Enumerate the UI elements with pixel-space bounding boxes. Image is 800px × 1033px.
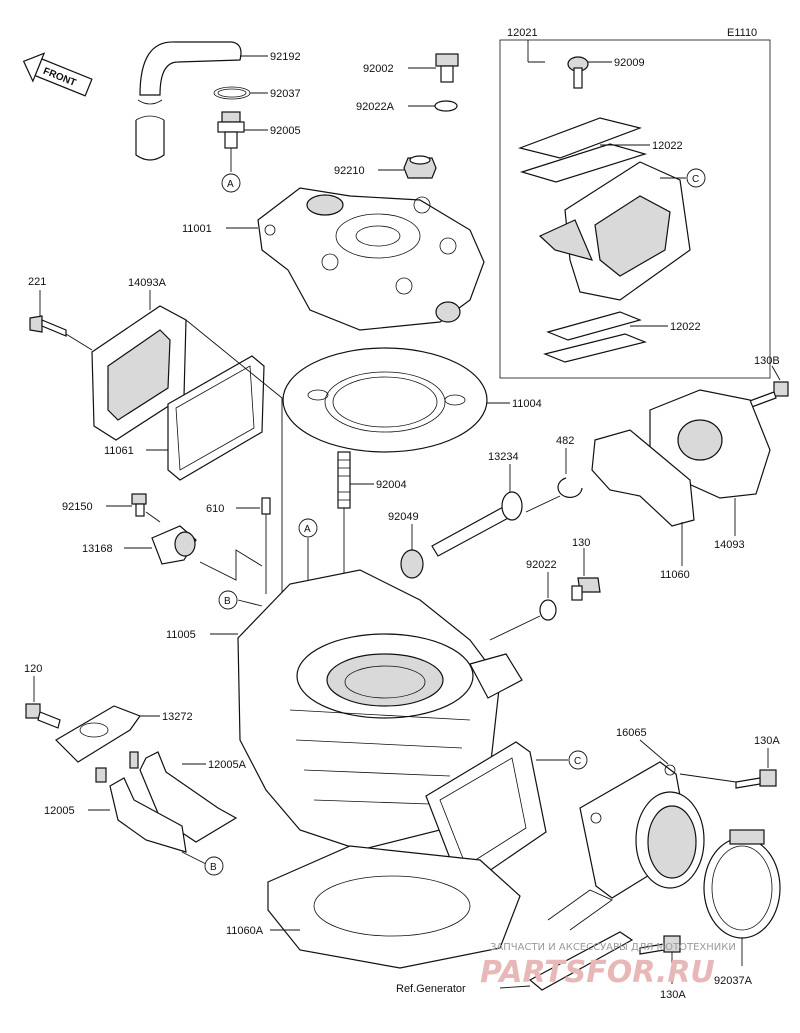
part-label-92005: 92005: [270, 125, 301, 137]
part-label-11004: 11004: [512, 398, 542, 410]
part-label-610: 610: [206, 503, 224, 515]
part-label-130A-bottom: 130A: [660, 989, 686, 1001]
part-label-11005: 11005: [166, 629, 196, 641]
callout-a-top-label: A: [227, 179, 234, 190]
bolt-130A-bottom-part: [639, 935, 681, 955]
callout-a-mid: [298, 518, 318, 538]
cylinder-part: [237, 569, 523, 851]
cover-plate-part: [91, 305, 187, 441]
part-label-92192: 92192: [270, 51, 301, 63]
part-label-130A-top: 130A: [754, 735, 780, 747]
part-label-12021: 12021: [507, 27, 538, 39]
intake-manifold-part: [579, 761, 705, 899]
bolt-part: [435, 53, 459, 83]
lever-part: [151, 525, 197, 565]
gasket-13272-part: [55, 705, 141, 763]
part-label-92037: 92037: [270, 88, 301, 100]
diagram-code: E1110: [727, 27, 757, 39]
cylinder-head-part: [257, 187, 485, 331]
part-label-13168: 13168: [82, 543, 113, 555]
ref-generator-label: Ref.Generator: [396, 983, 466, 995]
washer-92022-part: [539, 599, 557, 621]
part-label-14093A: 14093A: [128, 277, 167, 289]
clamp-part: [213, 86, 251, 100]
part-label-92022A: 92022A: [356, 101, 395, 113]
reed-petal-upper-part: [517, 117, 648, 183]
part-label-11001: 11001: [182, 223, 212, 235]
screw-part: [567, 56, 589, 89]
part-label-92037A: 92037A: [714, 975, 753, 987]
part-label-130B: 130B: [754, 355, 780, 367]
part-label-12022-lower: 12022: [670, 321, 701, 333]
oil-seal-part: [400, 549, 424, 579]
callout-c-mid: [568, 750, 588, 770]
part-label-13272: 13272: [162, 711, 193, 723]
bolt-130-part: [571, 577, 601, 601]
watermark-line1: ЗАПЧАСТИ И АКСЕССУАРЫ ДЛЯ МОТОТЕХНИКИ: [490, 942, 736, 953]
callout-b-bottom: [204, 856, 224, 876]
callout-b-bottom-label: B: [210, 862, 217, 873]
part-label-13234: 13234: [488, 451, 519, 463]
callout-c-mid-label: C: [574, 756, 581, 767]
part-label-221: 221: [28, 276, 46, 288]
callout-c-top-label: C: [692, 174, 699, 185]
part-label-92004: 92004: [376, 479, 407, 491]
callout-a-mid-label: A: [304, 524, 311, 535]
part-label-11061: 11061: [104, 445, 134, 457]
part-label-120: 120: [24, 663, 42, 675]
exhaust-valve-part: [95, 767, 187, 853]
part-label-92009: 92009: [614, 57, 645, 69]
hose-part: [135, 41, 242, 161]
fitting-part: [217, 111, 245, 149]
ref-generator-plate: [528, 931, 634, 991]
bolt-92150-part: [131, 493, 147, 517]
part-label-92210: 92210: [334, 165, 365, 177]
part-label-92022: 92022: [526, 559, 557, 571]
bolt-120-part: [25, 703, 61, 729]
callout-b-mid: [218, 590, 238, 610]
part-label-482: 482: [556, 435, 574, 447]
reed-cage-part: [538, 161, 691, 301]
base-gasket-part: [267, 845, 521, 969]
circlip-part: [557, 477, 583, 498]
stud-part: [337, 451, 351, 509]
callout-b-mid-label: B: [224, 596, 231, 607]
part-label-92150: 92150: [62, 501, 93, 513]
nut-part: [403, 155, 437, 179]
part-label-92049: 92049: [388, 511, 419, 523]
clamp-band-part: [703, 829, 781, 939]
part-label-11060A: 11060A: [226, 925, 264, 937]
bolt-130A-top-part: [735, 769, 777, 789]
part-label-12022-upper: 12022: [652, 140, 683, 152]
part-label-12005A: 12005A: [208, 759, 247, 771]
part-label-130: 130: [572, 537, 590, 549]
gasket-11060-part: [591, 429, 695, 527]
watermark-line2: PARTSFOR.RU: [480, 955, 715, 990]
reed-valve-group-box: [499, 39, 771, 379]
dowel-pin-part: [261, 497, 271, 515]
washer-part: [434, 100, 458, 112]
bolt-221-part: [29, 315, 67, 337]
gasket-11061-part: [167, 355, 265, 481]
part-label-92002: 92002: [363, 63, 394, 75]
head-gasket-part: [282, 347, 488, 453]
front-arrow-icon: FRONT: [22, 52, 93, 97]
part-label-12005: 12005: [44, 805, 75, 817]
reed-petal-lower-part: [543, 311, 647, 363]
callout-a-top: [221, 173, 241, 193]
part-label-11060: 11060: [660, 569, 690, 581]
exhaust-valve-shaft-part: [431, 491, 523, 557]
callout-c-top: [686, 168, 706, 188]
part-label-16065: 16065: [616, 727, 647, 739]
part-label-14093: 14093: [714, 539, 745, 551]
